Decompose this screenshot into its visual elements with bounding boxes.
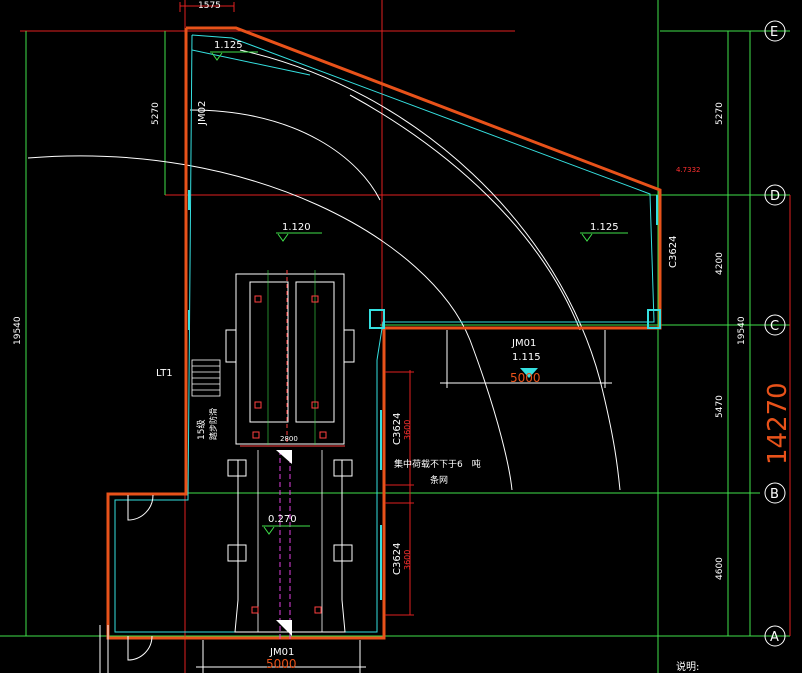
dim-right-ed: 5270 — [715, 102, 725, 125]
dim-left-total: 19540 — [13, 316, 23, 345]
axis-bubbles — [764, 20, 786, 647]
dim-left-seg: 5270 — [151, 102, 161, 125]
contour-3 — [349, 94, 581, 331]
text-labels: 1575 1.125 1.120 1.125 4.7332 JM01 1.115… — [13, 1, 793, 673]
opening-5 — [647, 309, 661, 329]
door-swings — [99, 494, 154, 673]
contour-4 — [189, 109, 381, 201]
jm02-label: JM02 — [197, 101, 208, 126]
dim-big-total: 14270 — [763, 382, 793, 465]
axis-letter-a: A — [770, 630, 779, 645]
wall-openings — [188, 190, 661, 600]
elevation-triangle-jm01 — [520, 368, 538, 378]
c3624-upper-label: C3624 — [392, 413, 403, 445]
axis-letter-c: C — [770, 319, 779, 334]
door-dims — [385, 371, 414, 616]
elevation-markers — [210, 51, 628, 535]
elevation-corner-note: 4.7332 — [676, 166, 701, 174]
collection-note: 集中荷载不下于6 吨 — [394, 458, 481, 470]
outer-wall-outline — [106, 26, 662, 640]
axis-bubble-e — [764, 20, 786, 42]
axis-letter-e: E — [770, 25, 778, 40]
jm01-bottom-width: 5000 — [266, 657, 297, 671]
jm01-mid-width: 5000 — [510, 371, 541, 385]
axis-bubble-c — [764, 314, 786, 336]
axis-bubble-d — [764, 184, 786, 206]
contour-curves — [27, 49, 621, 491]
c3624-lower-height: 3600 — [403, 550, 412, 570]
dim-right-total: 19540 — [737, 316, 747, 345]
outer-wall — [106, 26, 662, 640]
c3624-right-label: C3624 — [668, 236, 679, 268]
stair-width: 2800 — [280, 435, 298, 443]
lt1-label: LT1 — [156, 368, 173, 379]
stair — [191, 359, 221, 397]
door-swing-2 — [127, 635, 153, 661]
contour-2 — [239, 49, 621, 491]
elevation-mid-left: 1.120 — [282, 222, 311, 233]
drain-note: 条网 — [430, 474, 448, 486]
inner-wall — [114, 34, 655, 633]
jm01-bottom-label: JM01 — [269, 647, 294, 658]
axis-letter-d: D — [770, 189, 780, 204]
footer-note: 说明: — [676, 660, 699, 673]
dim-right-ba: 4600 — [715, 557, 725, 580]
dim-top-width: 1575 — [198, 1, 221, 11]
stair-note: 15级 — [195, 420, 207, 440]
equipment — [225, 270, 355, 640]
axis-bubble-a — [764, 625, 786, 647]
door-swing-1 — [127, 494, 154, 521]
opening-4 — [369, 309, 385, 329]
c3624-lower-label: C3624 — [392, 543, 403, 575]
elevation-mid-right: 1.125 — [590, 222, 619, 233]
axis-letter-b: B — [770, 487, 779, 502]
jm01-mid-dim — [440, 330, 612, 388]
elevation-pit: 0.270 — [268, 514, 297, 525]
stair-note-2: 踏步防滑 — [208, 408, 218, 440]
jm01-bottom-dim — [196, 640, 366, 673]
elevation-top-left: 1.125 — [214, 40, 243, 51]
jm01-mid-label: JM01 — [511, 338, 536, 349]
axis-bubble-b — [764, 482, 786, 504]
contour-1 — [27, 155, 513, 491]
inner-wall-outline — [114, 34, 655, 633]
dim-right-cb: 5470 — [715, 395, 725, 418]
inner-roof-line — [191, 49, 311, 76]
dim-right-dc: 4200 — [715, 252, 725, 275]
elevation-jm01-mid: 1.115 — [512, 352, 541, 363]
c3624-upper-height: 3600 — [403, 420, 412, 440]
